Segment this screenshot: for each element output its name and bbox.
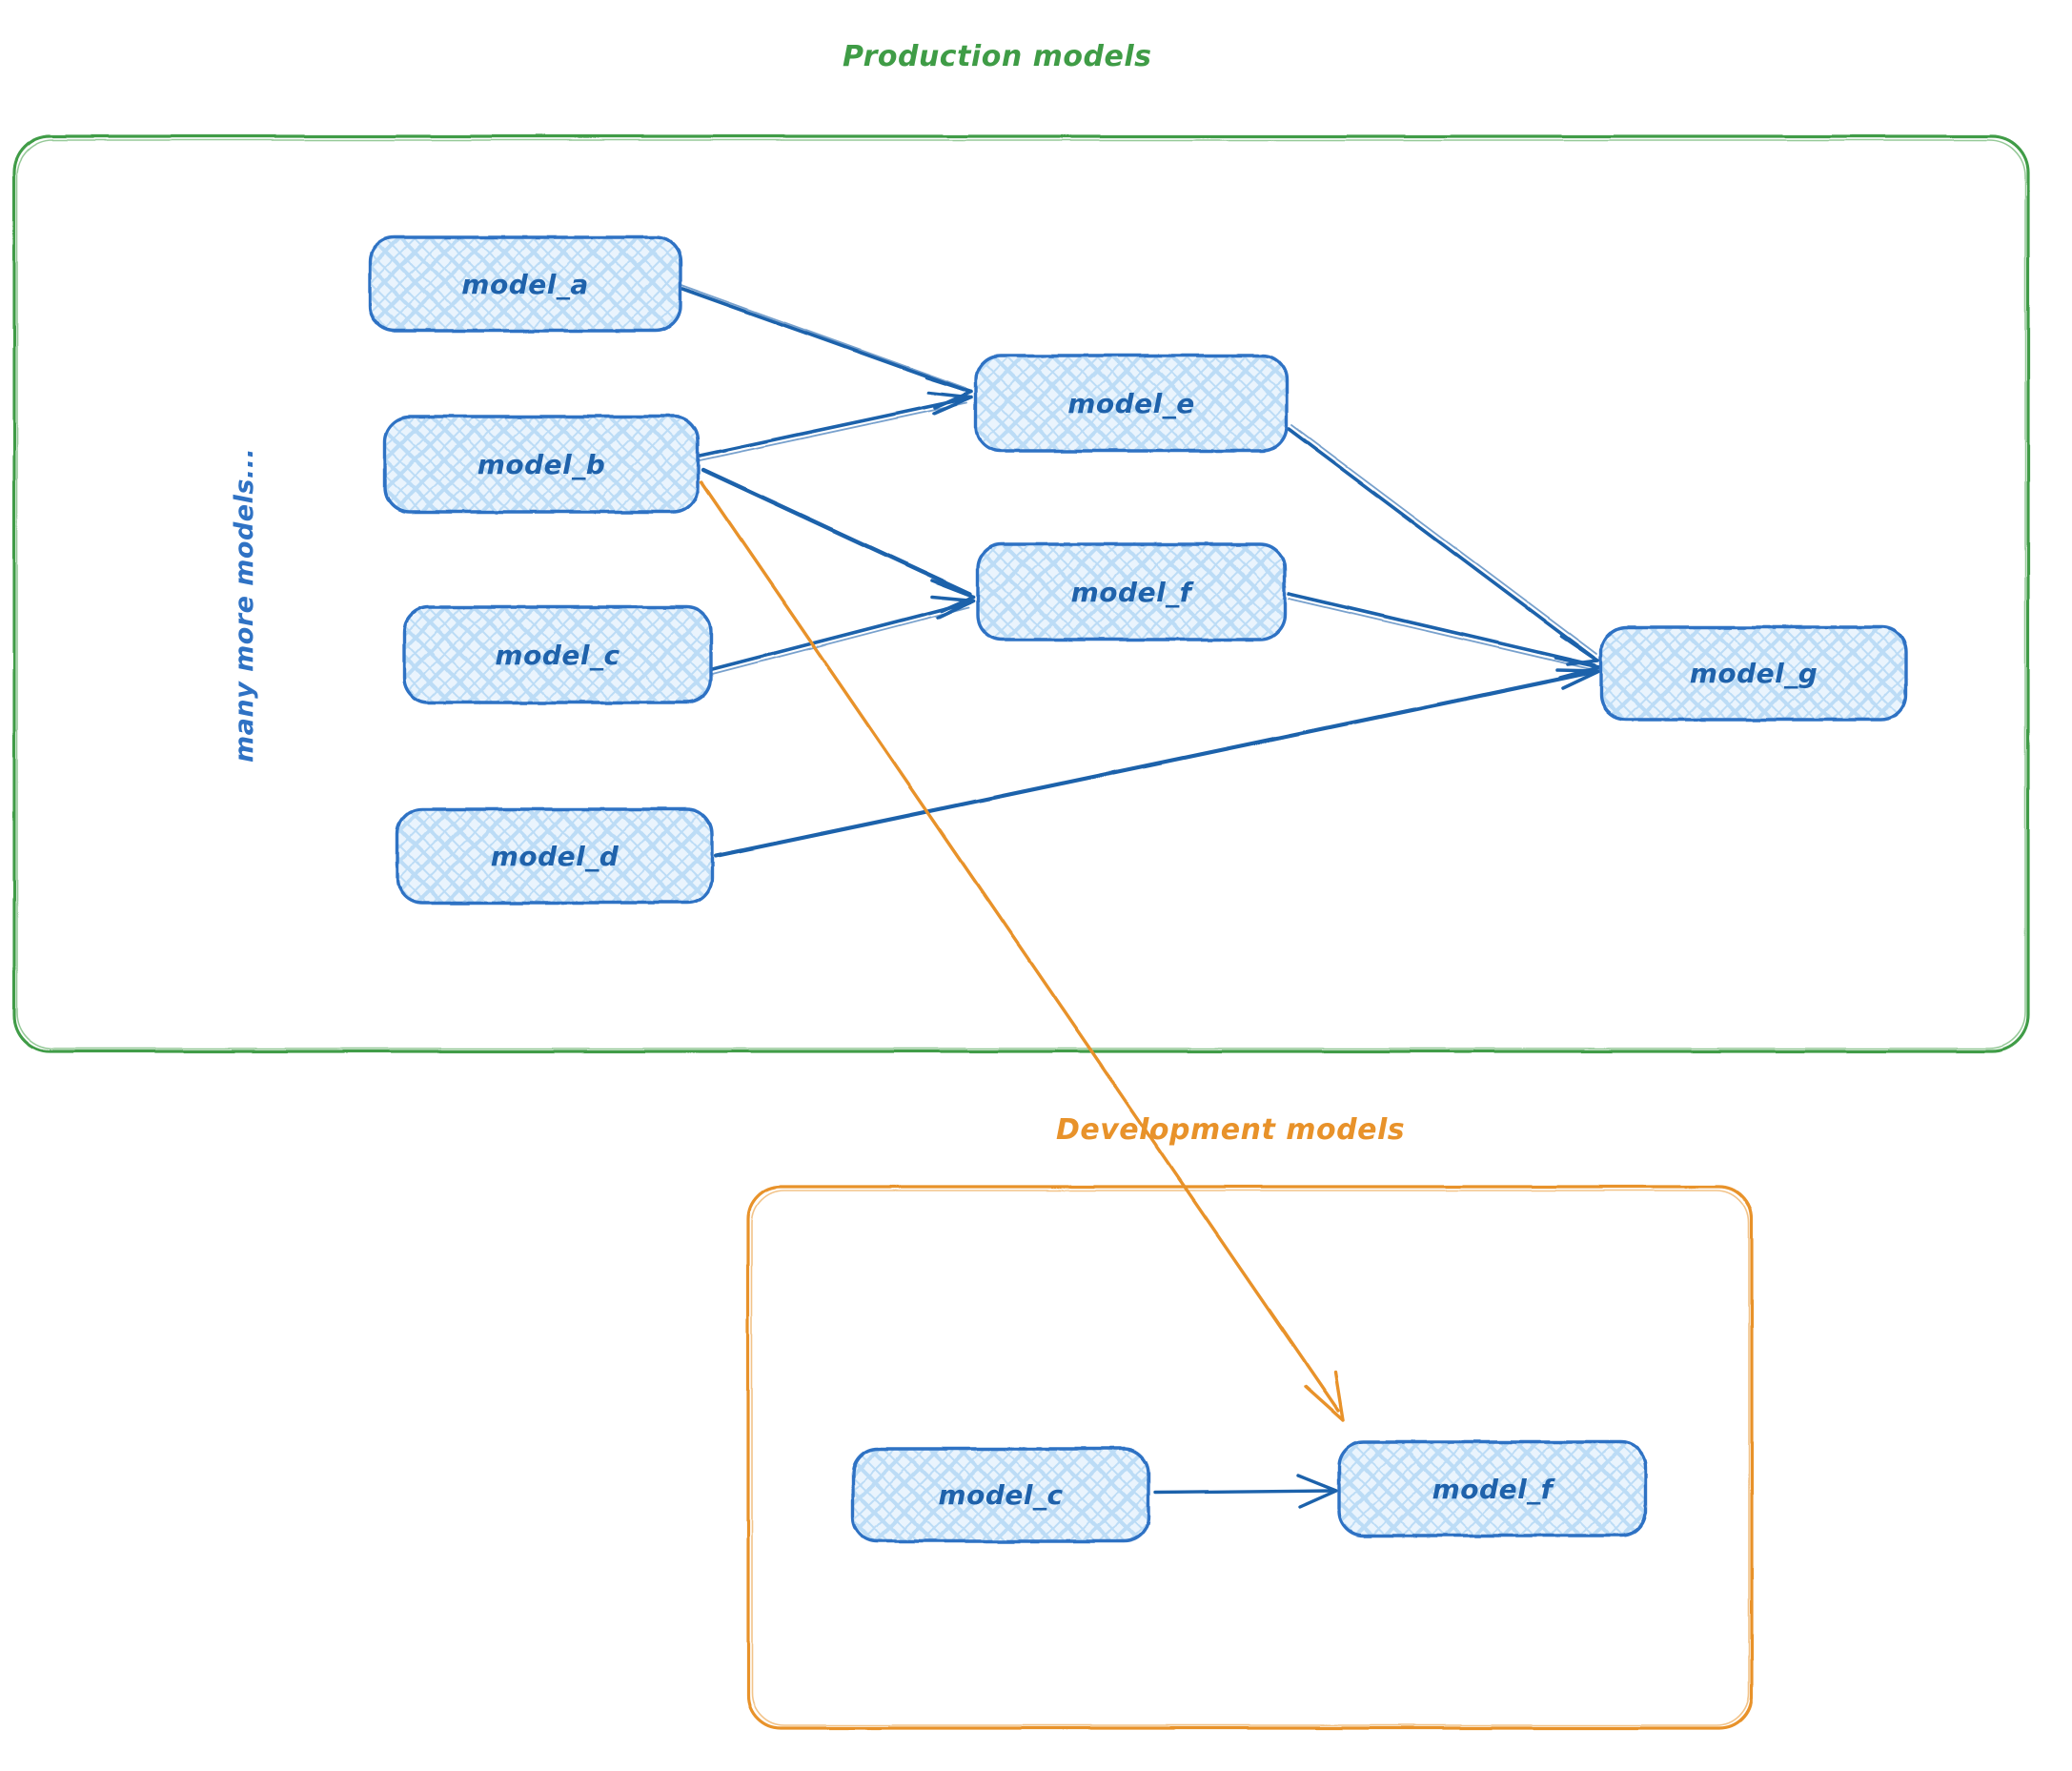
node-prod-c[interactable]: [404, 607, 711, 702]
node-box-prod-f[interactable]: [976, 542, 1287, 641]
node-prod-d[interactable]: [397, 809, 712, 903]
edge-dev-c-to-dev-f: [1153, 1474, 1338, 1509]
edge-prod-c-to-prod-f: [711, 595, 976, 675]
node-prod-a[interactable]: [370, 237, 681, 331]
node-box-dev-c[interactable]: [851, 1447, 1150, 1543]
node-box-prod-a[interactable]: [368, 235, 682, 333]
edge-prod-f-to-prod-g: [1287, 592, 1601, 680]
node-prod-b[interactable]: [385, 417, 698, 512]
node-box-prod-b[interactable]: [383, 415, 700, 514]
edge-prod-b-to-prod-e: [698, 391, 973, 461]
group-container-production-sketch: [16, 139, 2026, 1049]
node-box-prod-c[interactable]: [402, 605, 713, 704]
edge-prod-a-to-prod-e: [680, 284, 973, 410]
group-container-development-sketch: [751, 1190, 1750, 1726]
node-prod-f[interactable]: [978, 544, 1285, 640]
edge-prod-b-to-dev-f: [700, 480, 1345, 1422]
group-container-production: [12, 134, 2030, 1053]
group-container-development: [746, 1185, 1754, 1730]
node-box-dev-f[interactable]: [1337, 1440, 1648, 1537]
node-prod-e[interactable]: [976, 356, 1287, 451]
edge-prod-e-to-prod-g: [1287, 424, 1599, 666]
node-dev-c[interactable]: [853, 1449, 1148, 1541]
node-box-prod-g[interactable]: [1599, 625, 1908, 722]
edge-prod-d-to-prod-g: [713, 668, 1601, 859]
node-box-prod-e[interactable]: [974, 354, 1289, 453]
node-prod-g[interactable]: [1601, 627, 1906, 720]
edge-prod-b-to-prod-f: [701, 467, 976, 613]
node-dev-f[interactable]: [1339, 1442, 1646, 1536]
node-box-prod-d[interactable]: [396, 807, 714, 905]
